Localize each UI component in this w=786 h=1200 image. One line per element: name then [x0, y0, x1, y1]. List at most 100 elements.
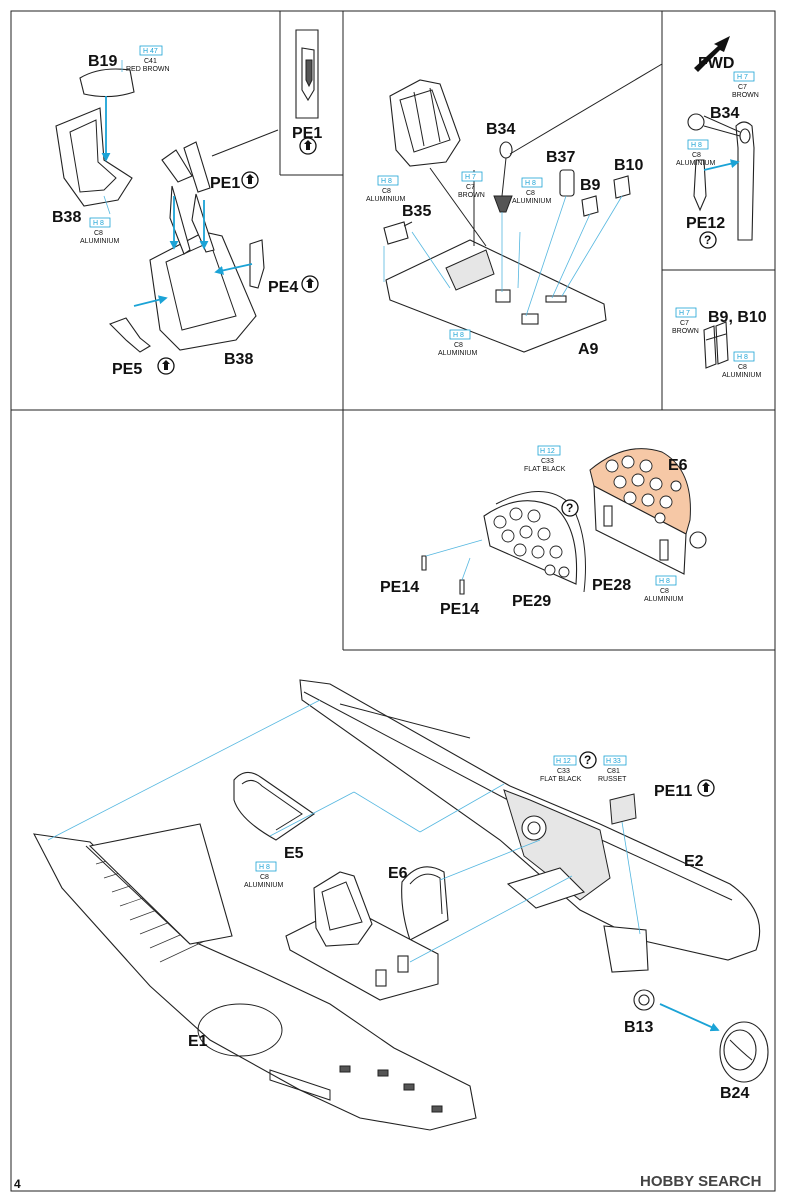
- color-callout: H 7 C7 BROWN: [732, 71, 759, 99]
- svg-text:H 8: H 8: [259, 864, 270, 871]
- panel-e6-b: [401, 866, 449, 941]
- svg-text:?: ?: [566, 501, 573, 515]
- belt-pe4: [249, 239, 265, 289]
- label-fwd: FWD: [698, 55, 734, 72]
- part-pe14-b: [459, 579, 465, 595]
- fuselage-e1: [33, 833, 477, 1131]
- svg-text:C8: C8: [260, 874, 269, 881]
- svg-text:ALUMINIUM: ALUMINIUM: [80, 238, 119, 245]
- svg-text:ALUMINIUM: ALUMINIUM: [644, 596, 683, 603]
- inset-pe1: [295, 29, 319, 119]
- svg-text:C33: C33: [541, 458, 554, 465]
- page-number: 4: [14, 1177, 21, 1191]
- svg-text:ALUMINIUM: ALUMINIUM: [722, 372, 761, 379]
- label-b9-b10: B9, B10: [708, 309, 767, 326]
- photo-etch-arrow-icon: [697, 779, 715, 797]
- svg-text:C41: C41: [144, 58, 157, 65]
- label-pe14-a: PE14: [380, 579, 419, 596]
- svg-text:C8: C8: [382, 188, 391, 195]
- gauges-e6: [605, 455, 682, 524]
- svg-text:C81: C81: [607, 768, 620, 775]
- label-pe12: PE12: [686, 215, 725, 232]
- question-icon: ?: [561, 499, 579, 517]
- buckle-pe5: [109, 317, 151, 353]
- svg-text:H 12: H 12: [540, 448, 555, 455]
- color-callout: H 47 C41 RED BROWN: [126, 45, 170, 73]
- watermark: HOBBY SEARCH: [640, 1173, 761, 1190]
- color-callout: H 8 C8 ALUMINIUM: [512, 177, 551, 205]
- panel-seat: [55, 60, 279, 353]
- watermark-text: HOBBY SEARCH: [640, 1173, 761, 1190]
- svg-text:C33: C33: [557, 768, 570, 775]
- label-b37: B37: [546, 149, 575, 166]
- seat-b38-bottom: [149, 231, 257, 351]
- color-callout: H 8 C8 ALUMINIUM: [438, 329, 477, 357]
- color-callout: H 8 C8 ALUMINIUM: [722, 351, 761, 379]
- label-pe28: PE28: [592, 577, 631, 594]
- label-pe1: PE1: [210, 175, 240, 192]
- svg-text:BROWN: BROWN: [732, 92, 759, 99]
- gauges-pe29: [493, 507, 570, 578]
- svg-text:BROWN: BROWN: [458, 192, 485, 199]
- question-icon: ?: [699, 231, 717, 249]
- label-e6-b: E6: [388, 865, 408, 882]
- part-b35: [383, 221, 409, 245]
- photo-etch-arrow-icon: [301, 275, 319, 293]
- panel-instruments: [421, 448, 707, 595]
- svg-text:H 7: H 7: [679, 310, 690, 317]
- svg-text:RUSSET: RUSSET: [598, 776, 627, 783]
- svg-text:H 7: H 7: [737, 74, 748, 81]
- color-callout: H 12 C33 FLAT BLACK: [524, 445, 566, 473]
- label-e6: E6: [668, 457, 688, 474]
- label-a9: A9: [578, 341, 599, 358]
- label-pe29: PE29: [512, 593, 551, 610]
- svg-text:C8: C8: [526, 190, 535, 197]
- svg-text:C7: C7: [466, 184, 475, 191]
- svg-text:BROWN: BROWN: [672, 328, 699, 335]
- panel-floor: [383, 63, 663, 353]
- label-pe11: PE11: [654, 783, 692, 800]
- label-b19: B19: [88, 53, 117, 70]
- label-b35: B35: [402, 203, 431, 220]
- label-pe5: PE5: [112, 361, 142, 378]
- label-b13: B13: [624, 1019, 653, 1036]
- svg-text:C8: C8: [454, 342, 463, 349]
- svg-text:ALUMINIUM: ALUMINIUM: [512, 198, 551, 205]
- panel-fuselage: [33, 679, 769, 1131]
- color-callout: H 8 C8 ALUMINIUM: [676, 139, 715, 167]
- question-icon: ?: [579, 751, 597, 769]
- part-pe14-a: [421, 555, 427, 571]
- seat-assembly: [313, 871, 373, 947]
- color-callout: H 33 C81 RUSSET: [598, 755, 627, 783]
- label-b34: B34: [486, 121, 515, 138]
- svg-text:H 8: H 8: [381, 178, 392, 185]
- svg-text:C8: C8: [692, 152, 701, 159]
- svg-text:C8: C8: [660, 588, 669, 595]
- part-labels: B19 B38 PE1 PE1 PE4 PE5 B38 B34 B37 B10 …: [52, 53, 767, 1102]
- color-callout: H 8 C8 ALUMINIUM: [366, 175, 405, 203]
- label-e2: E2: [684, 853, 704, 870]
- color-callout: H 7 C7 BROWN: [672, 307, 699, 335]
- label-b34-right: B34: [710, 105, 739, 122]
- label-pe1-box: PE1: [292, 125, 322, 142]
- label-e1: E1: [188, 1033, 208, 1050]
- svg-text:FLAT BLACK: FLAT BLACK: [540, 776, 582, 783]
- svg-text:RED BROWN: RED BROWN: [126, 66, 170, 73]
- color-callout: H 8 C8 ALUMINIUM: [644, 575, 683, 603]
- svg-text:H 8: H 8: [93, 220, 104, 227]
- part-b9: [581, 195, 599, 217]
- svg-text:C7: C7: [680, 320, 689, 327]
- svg-text:ALUMINIUM: ALUMINIUM: [438, 350, 477, 357]
- part-b37: [559, 169, 575, 197]
- label-b9: B9: [580, 177, 601, 194]
- label-b38: B38: [224, 351, 253, 368]
- svg-text:ALUMINIUM: ALUMINIUM: [244, 882, 283, 889]
- label-b10: B10: [614, 157, 643, 174]
- svg-text:H 8: H 8: [737, 354, 748, 361]
- seat-upper: [389, 79, 461, 167]
- svg-text:H 12: H 12: [556, 758, 571, 765]
- part-pe11: [609, 793, 637, 825]
- svg-text:?: ?: [704, 233, 711, 247]
